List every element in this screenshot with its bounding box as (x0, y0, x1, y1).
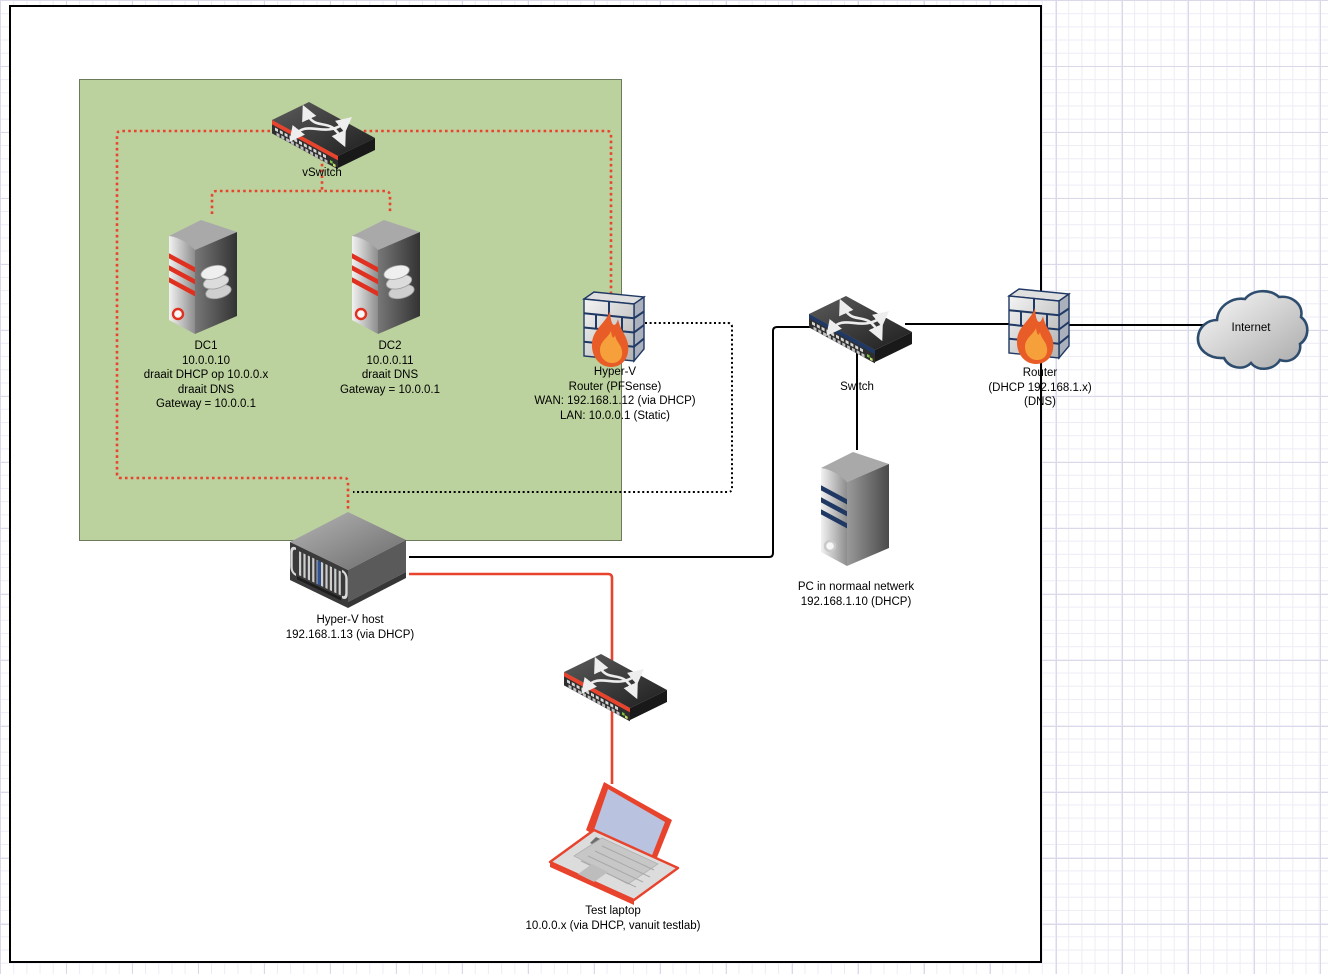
test-laptop-label: Test laptop 10.0.0.x (via DHCP, vanuit t… (525, 905, 701, 932)
dc2-label: DC2 10.0.0.11 draait DNS Gateway = 10.0.… (339, 340, 441, 396)
vswitch-icon[interactable] (264, 98, 376, 172)
connector-vswitch-dcs[interactable] (210, 158, 392, 214)
vswitch-label: vSwitch (302, 167, 342, 179)
internet-cloud-icon[interactable] (1188, 286, 1312, 376)
switch-label: Switch (840, 381, 874, 393)
hyperv-host-icon[interactable] (284, 502, 412, 610)
pc-label: PC in normaal netwerk 192.168.1.10 (DHCP… (797, 581, 915, 608)
connector-vswitch-host[interactable] (115, 129, 350, 510)
pc-icon[interactable] (815, 444, 895, 568)
dc2-server-icon[interactable] (346, 212, 426, 336)
connector-vswitch-pfsense[interactable] (358, 129, 613, 293)
pfsense-firewall-icon[interactable] (578, 287, 648, 371)
router-label: Router (DHCP 192.168.1.x) (DNS) (988, 367, 1092, 408)
connector-host-laptop[interactable] (409, 572, 614, 784)
router-firewall-icon[interactable] (1003, 284, 1073, 368)
dc1-label: DC1 10.0.0.10 draait DHCP op 10.0.0.x dr… (143, 340, 269, 410)
internet-label: Internet (1231, 322, 1271, 334)
pfsense-label: Hyper-V Router (PFSense) WAN: 192.168.1.… (534, 366, 696, 422)
test-laptop-icon[interactable] (544, 780, 684, 905)
connector-host-switch[interactable] (409, 326, 812, 558)
switch-icon[interactable] (801, 292, 913, 366)
dc1-server-icon[interactable] (163, 212, 243, 336)
test-switch-icon[interactable] (556, 650, 668, 724)
connector-pfsense-wan-host[interactable] (353, 322, 733, 493)
hyperv-host-label: Hyper-V host 192.168.1.13 (via DHCP) (285, 614, 415, 641)
